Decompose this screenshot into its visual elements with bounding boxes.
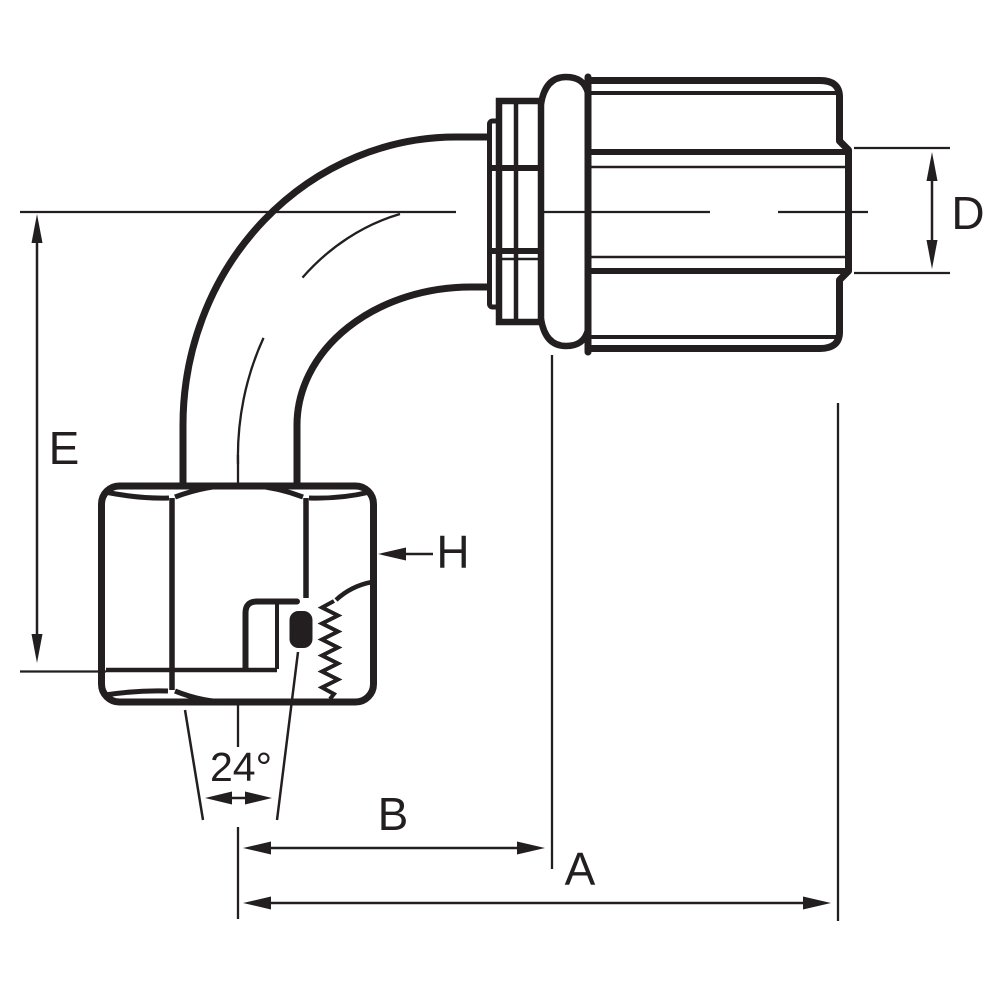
dim-a-arrowhead-left [243,896,271,910]
dimension-label-b: B [378,788,409,840]
section-break-line [334,579,373,602]
elbow-inner-wall [293,283,493,616]
centerline-bend-arc [236,212,401,465]
dimension-label-e: E [49,422,80,474]
elbow-outer-wall [179,133,493,490]
nut-cutaway-section [106,579,373,701]
ferrule-socket [584,73,852,356]
o-ring-seal [289,611,313,648]
cone-line-left [183,709,205,821]
elbow-tube [179,133,493,616]
collar-block [495,97,545,326]
crimp-collar [487,73,592,350]
cone-angle-arrowhead-left [205,791,232,805]
ferrule-outline [584,73,852,356]
dim-b-arrowhead-right [517,841,545,855]
dimension-e: E [20,214,106,673]
internal-thread-zigzag [317,599,343,701]
collar-dome-bottom [537,318,592,350]
seat-counterbore-profile [242,598,300,671]
cone-line-right [275,651,300,821]
dim-d-arrowhead-up [926,152,938,181]
dim-h-arrowhead-left [378,547,406,561]
dim-e-arrowhead-up [31,214,43,243]
dimension-label-a: A [565,843,596,895]
dim-b-arrowhead-left [243,841,271,855]
dimension-b: B [243,355,554,869]
dimension-h: H [378,526,470,578]
nut-crown-arcs-bottom [104,688,241,705]
dim-e-arrowhead-down [31,634,43,663]
cone-angle-arrowhead-right [245,791,272,805]
dim-d-arrowhead-down [926,240,938,269]
hex-nut [98,482,377,706]
dim-a-arrowhead-right [803,896,831,910]
dimension-d: D [854,146,985,275]
cone-angle-24deg: 24° [183,651,300,821]
collar-dome-top [537,73,592,105]
nut-crown-arcs-top [104,482,371,501]
cone-angle-label: 24° [210,744,272,790]
dimension-label-h: H [436,526,469,578]
dimension-a: A [243,403,840,921]
dimension-label-d: D [951,187,984,239]
